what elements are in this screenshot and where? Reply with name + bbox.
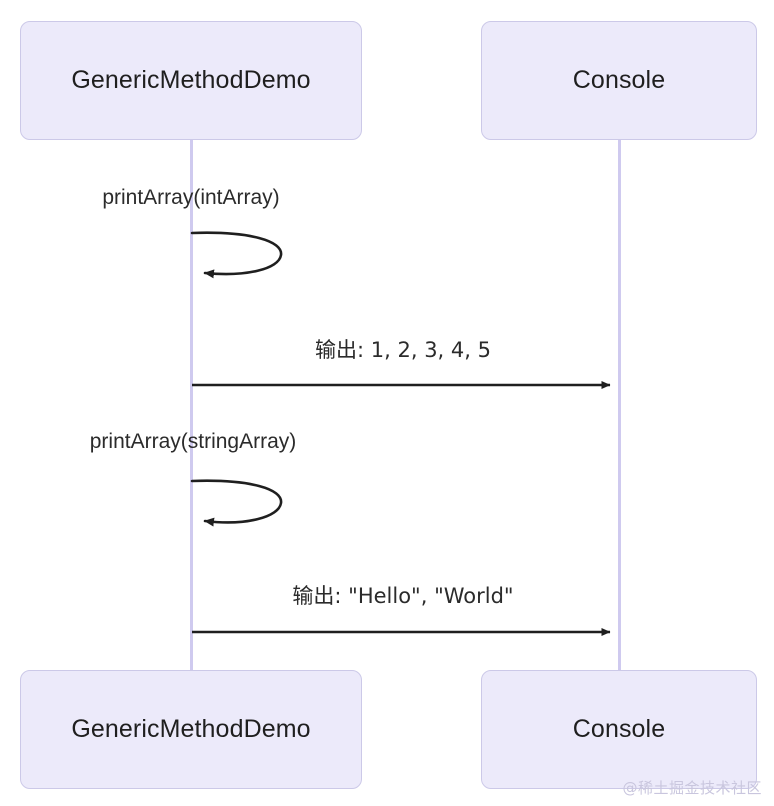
lifeline-genericmethoddemo xyxy=(190,140,193,670)
actor-label-genericmethoddemo-top: GenericMethodDemo xyxy=(71,66,311,94)
actor-label-console-top: Console xyxy=(572,66,666,94)
actor-box-console-top[interactable]: Console xyxy=(481,21,757,140)
message-label-output-strings: 输出: "Hello", "World" xyxy=(292,584,514,608)
self-call-loop-printarray-stringarray xyxy=(190,479,283,527)
lifeline-console xyxy=(618,140,621,670)
watermark-label: @稀土掘金技术社区 xyxy=(622,779,762,797)
message-label-printarray-intarray: printArray(intArray) xyxy=(102,186,280,209)
actor-box-console-bottom[interactable]: Console xyxy=(481,670,757,789)
message-label-output-ints: 输出: 1, 2, 3, 4, 5 xyxy=(315,338,491,362)
actor-label-genericmethoddemo-bottom: GenericMethodDemo xyxy=(71,715,311,743)
message-label-printarray-stringarray: printArray(stringArray) xyxy=(89,430,297,453)
actor-box-genericmethoddemo-top[interactable]: GenericMethodDemo xyxy=(20,21,362,140)
self-call-loop-printarray-intarray xyxy=(190,231,283,279)
actor-box-genericmethoddemo-bottom[interactable]: GenericMethodDemo xyxy=(20,670,362,789)
actor-label-console-bottom: Console xyxy=(572,715,666,743)
